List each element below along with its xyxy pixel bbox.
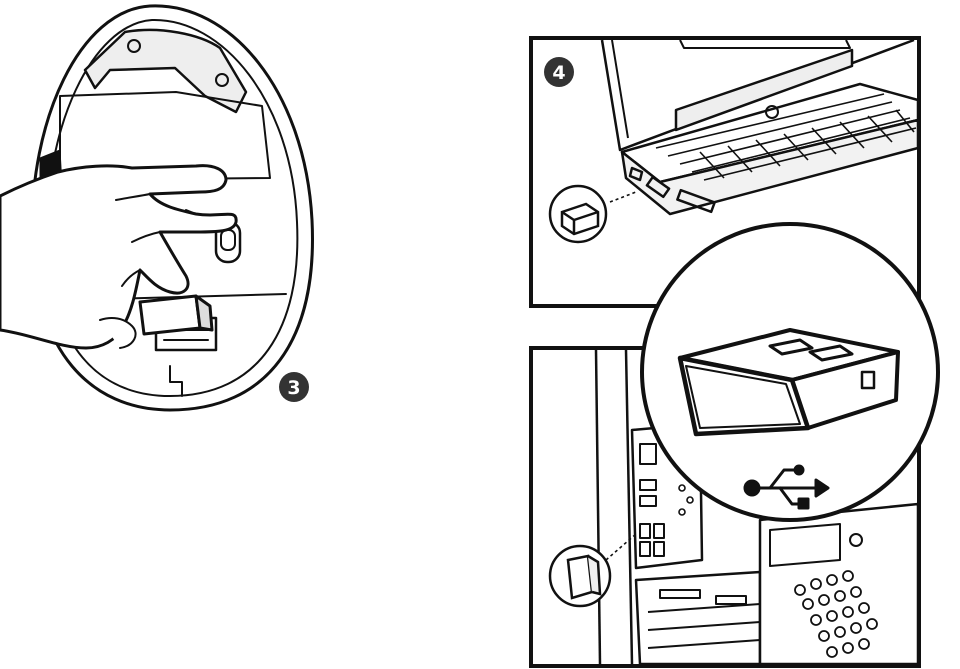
desktop-receiver-callout <box>548 533 637 608</box>
usb-receiver-icon <box>138 294 214 336</box>
desktop-tower-icon <box>594 349 920 666</box>
desktop-panel <box>529 346 921 668</box>
receiver-zoom-callout <box>640 222 940 522</box>
screw-icon <box>127 39 141 53</box>
mouse-top-plate <box>83 28 248 114</box>
usb-icon <box>743 464 830 510</box>
mouse-inner-rim <box>45 18 299 397</box>
hand-icon <box>0 164 238 350</box>
step-3-badge: 3 <box>279 372 309 402</box>
laptop-panel: 4 <box>529 36 921 308</box>
step-4-badge: 4 <box>544 57 574 87</box>
step-4-number: 4 <box>552 62 565 84</box>
laptop-icon <box>600 38 920 216</box>
step-3-number: 3 <box>287 377 300 399</box>
laptop-receiver-callout <box>548 184 637 244</box>
usb-receiver-icon <box>677 328 900 437</box>
mouse-notch <box>169 365 183 397</box>
screw-icon <box>215 73 229 87</box>
